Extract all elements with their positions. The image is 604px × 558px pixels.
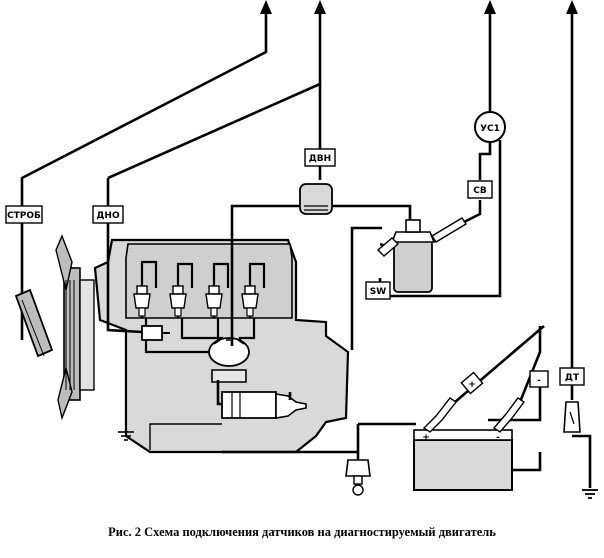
ignition-coil (376, 217, 467, 293)
spark-plug-3 (205, 262, 230, 318)
tag-us1: УС1 (480, 124, 500, 134)
engine-ground-icon (118, 422, 134, 441)
dt-temperature-sensor (563, 401, 581, 433)
strobe-lamp (14, 288, 54, 358)
tag-minus-label: - (537, 376, 541, 386)
us1-amplifier (474, 111, 506, 143)
tag-dvn: ДВН (304, 148, 336, 167)
battery-terminal-labels: + - (422, 433, 500, 443)
tag-sv: СВ (467, 180, 493, 199)
fan-blade-top (55, 234, 73, 291)
wiring (20, 8, 592, 488)
battery-minus-label: - (496, 433, 500, 443)
engine-block (55, 234, 350, 454)
spark-plug-4 (241, 262, 266, 318)
fan-blade-bottom (57, 367, 73, 421)
spark-plug-2 (169, 262, 194, 318)
distributor (208, 337, 250, 383)
battery (413, 397, 526, 491)
tag-dno: ДНО (92, 205, 124, 224)
battery-plus-label: + (422, 433, 430, 443)
tag-us1-label: УС1 (480, 124, 500, 134)
tag-sw-label: SW (370, 287, 386, 297)
figure-caption: Рис. 2 Схема подключения датчиков на диа… (108, 525, 496, 539)
arrow-up-icon (260, 0, 272, 14)
tag-minus: - (529, 370, 549, 388)
tag-strobe: СТРОБ (5, 205, 43, 224)
dno-clamp-sensor (141, 325, 170, 341)
tag-sv-label: СВ (473, 186, 487, 196)
starter-motor (221, 391, 307, 419)
tag-dt-label: ДТ (565, 373, 580, 383)
output-arrows (260, 0, 578, 14)
tag-dvn-label: ДВН (309, 154, 331, 164)
arrow-up-icon (314, 0, 326, 14)
tag-dno-label: ДНО (96, 211, 120, 221)
right-ground-icon (582, 489, 598, 499)
tag-strobe-label: СТРОБ (7, 211, 41, 221)
tag-plus: + (460, 371, 484, 395)
spark-plug-1 (133, 260, 158, 318)
bottom-sensor-plug (345, 459, 371, 496)
spark-plugs (133, 260, 266, 318)
tag-dt: ДТ (559, 367, 585, 386)
dvn-vacuum-sensor (299, 183, 333, 215)
arrow-up-icon (484, 0, 496, 14)
tag-plus-label: + (468, 380, 476, 390)
tag-sw: SW (365, 281, 391, 300)
arrow-up-icon (566, 0, 578, 14)
